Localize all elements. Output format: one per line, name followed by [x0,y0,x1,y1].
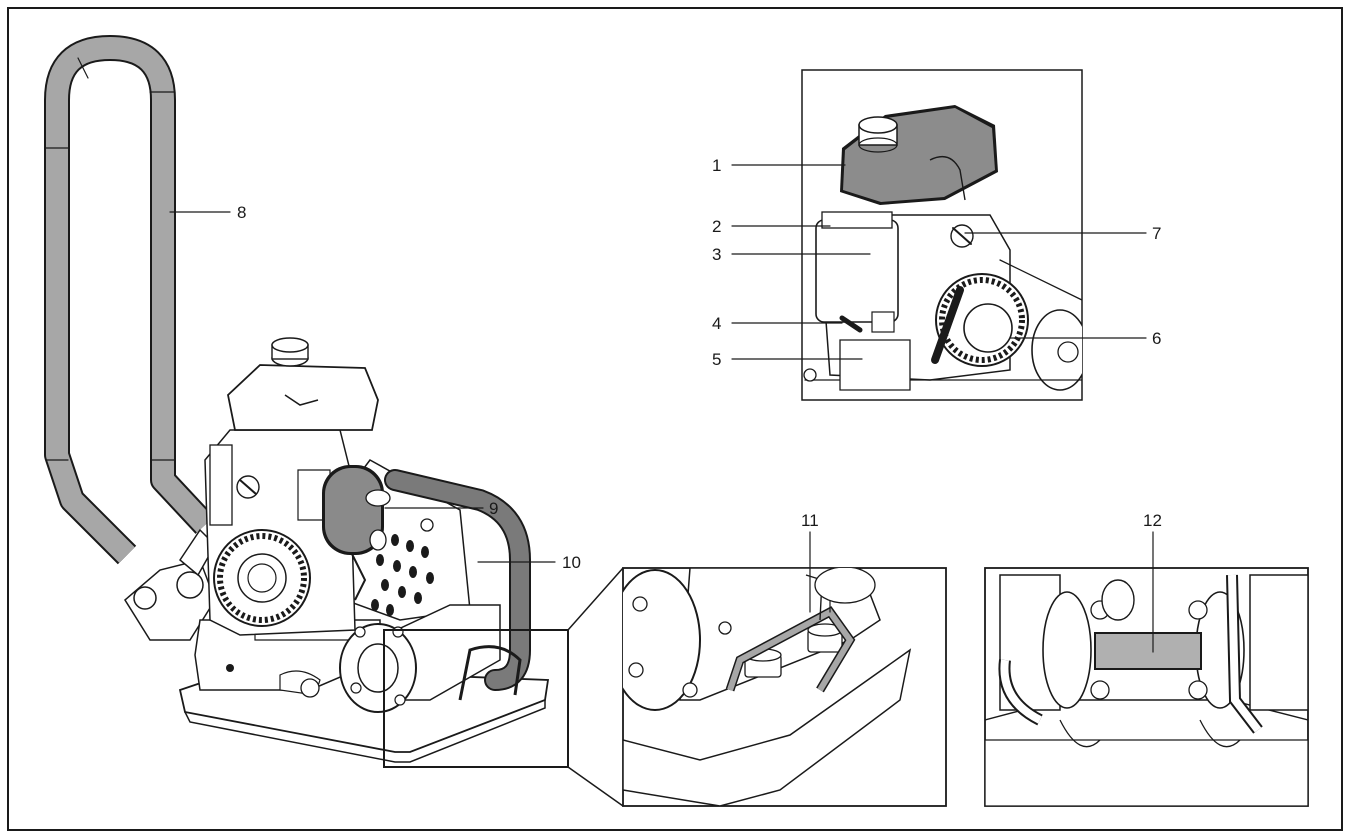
handle-bar [44,35,215,565]
handle-pivot [124,528,216,641]
callout-6: 6 [1152,329,1161,348]
callout-7: 7 [1152,224,1161,243]
fuel-tank-main [227,337,379,431]
shaft-highlight [1094,632,1202,670]
engine-callout-leaders [731,164,1147,360]
main-machine-view [44,35,550,763]
chassis-frame [194,619,381,698]
drive-belt [384,469,531,691]
main-callout-leaders [169,211,556,563]
callout-8: 8 [237,203,246,222]
muffler [322,465,391,555]
callout-12: 12 [1143,511,1162,530]
zoom-indicator [383,567,624,807]
callout-4: 4 [712,314,721,333]
recoil-starter-main [213,529,311,627]
inset-engine-detail: 1 2 3 4 5 6 7 [712,69,1161,401]
callout-3: 3 [712,245,721,264]
callout-10: 10 [562,553,581,572]
inset-exciter-detail: 11 [622,511,947,807]
exciter-housing [339,604,522,713]
callout-1: 1 [712,156,721,175]
callout-9: 9 [489,499,498,518]
callout-11: 11 [801,511,819,530]
callout-5: 5 [712,350,721,369]
inset-shaft-detail: 12 [984,511,1309,807]
callout-2: 2 [712,217,721,236]
engine-block [204,429,367,636]
